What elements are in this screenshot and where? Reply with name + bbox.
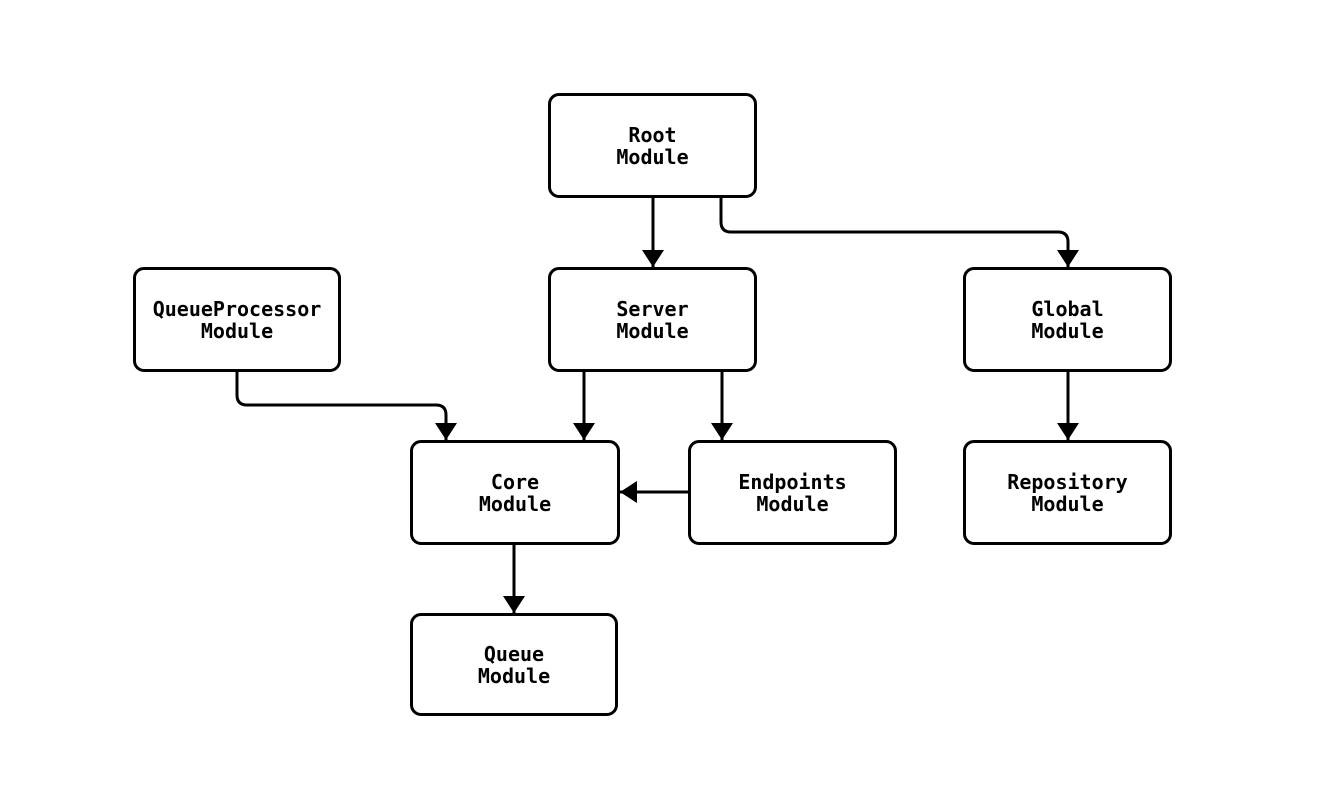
node-server-module-label: Server Module	[616, 296, 689, 343]
node-queueprocessor-module: QueueProcessor Module	[133, 267, 341, 372]
node-queue-module-label: Queue Module	[477, 641, 551, 688]
node-repository-module: Repository Module	[963, 440, 1172, 545]
node-root-module: Root Module	[548, 93, 757, 198]
node-endpoints-module: Endpoints Module	[688, 440, 897, 545]
node-queueprocessor-module-label: QueueProcessor Module	[152, 296, 322, 343]
node-core-module-label: Core Module	[478, 469, 552, 516]
node-root-module-label: Root Module	[616, 122, 689, 169]
node-global-module: Global Module	[963, 267, 1172, 372]
node-repository-module-label: Repository Module	[1007, 469, 1128, 516]
edge-queueprocessor-to-core	[235, 372, 457, 440]
node-queue-module: Queue Module	[410, 613, 618, 716]
node-server-module: Server Module	[548, 267, 757, 372]
node-endpoints-module-label: Endpoints Module	[738, 469, 847, 516]
node-global-module-label: Global Module	[1031, 296, 1104, 343]
node-core-module: Core Module	[410, 440, 620, 545]
edge-root-to-global	[719, 198, 1079, 267]
